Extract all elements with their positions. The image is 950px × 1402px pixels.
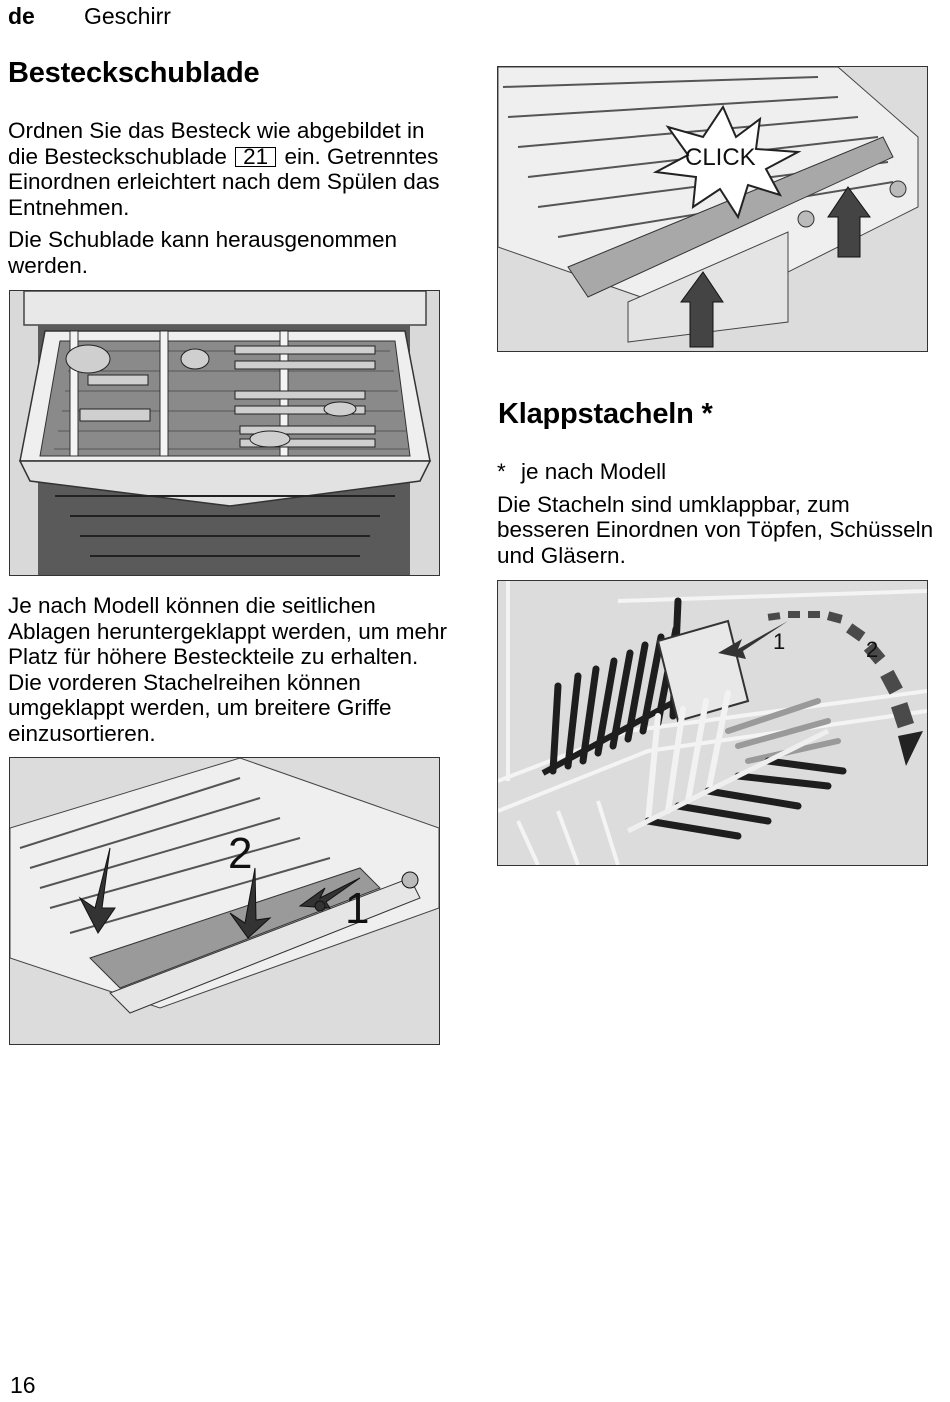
- cutlery-paragraph-1: Ordnen Sie das Besteck wie abgebildet in…: [8, 118, 440, 220]
- cutlery-drawer-drawing: [10, 291, 439, 575]
- cutlery-drawer-illustration: [9, 290, 440, 576]
- cutlery-text-block: Ordnen Sie das Besteck wie abgebildet in…: [8, 118, 458, 278]
- model-footnote: *je nach Modell: [497, 459, 667, 484]
- language-code: de: [8, 3, 35, 29]
- tine-step-2-label: 2: [866, 637, 878, 662]
- cutlery-paragraph-3: Je nach Modell können die seitlichen Abl…: [8, 593, 448, 746]
- page-number: 16: [10, 1372, 36, 1398]
- fold-down-shelves-illustration: 2 1: [9, 757, 440, 1045]
- fold-step-1-label: 1: [345, 884, 369, 933]
- remove-drawer-drawing: CLICK: [498, 67, 927, 351]
- folding-tines-paragraph: Die Stacheln sind umklappbar, zum besser…: [497, 491, 934, 568]
- tine-step-1-label: 1: [773, 629, 785, 654]
- click-burst-shape: [652, 104, 802, 220]
- fold-down-shelves-drawing: 2 1: [10, 758, 439, 1044]
- remove-drawer-illustration: CLICK: [497, 66, 928, 352]
- fold-step-2-label: 2: [228, 829, 252, 878]
- folding-tines-heading: Klappstacheln *: [498, 398, 713, 430]
- click-label: CLICK: [685, 144, 756, 171]
- folding-tines-illustration: 1 2: [497, 580, 928, 866]
- folding-tines-drawing: 1 2: [498, 581, 927, 865]
- folding-tines-text-block: *je nach Modell Die Stacheln sind umklap…: [497, 459, 937, 568]
- cutlery-drawer-heading: Besteckschublade: [8, 57, 260, 89]
- section-title: Geschirr: [84, 3, 171, 29]
- cutlery-paragraph-2: Die Schublade kann herausgenommen werden…: [8, 227, 398, 278]
- figure-reference: 21: [235, 145, 277, 167]
